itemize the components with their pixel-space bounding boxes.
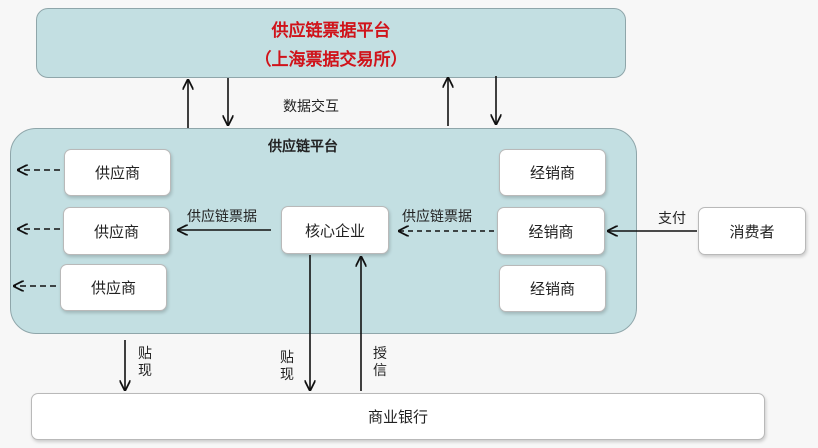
supplier-box-1: 供应商 bbox=[64, 149, 171, 196]
pay-label: 支付 bbox=[658, 211, 686, 227]
credit-label: 授信 bbox=[373, 346, 387, 379]
discount-label-left: 贴现 bbox=[138, 346, 152, 379]
distributor-box-2: 经销商 bbox=[497, 207, 605, 255]
ticket-platform-title: 供应链票据平台 bbox=[271, 21, 391, 41]
sc-bill-label-right: 供应链票据 bbox=[402, 209, 472, 225]
core-enterprise-box: 核心企业 bbox=[281, 206, 389, 254]
supplier-box-3: 供应商 bbox=[60, 264, 167, 311]
ticket-platform-box: 供应链票据平台 （上海票据交易所） bbox=[36, 8, 626, 78]
distributor-box-3: 经销商 bbox=[499, 265, 606, 312]
data-exchange-label: 数据交互 bbox=[283, 99, 339, 115]
distributor-box-1: 经销商 bbox=[499, 149, 606, 196]
ticket-platform-subtitle: （上海票据交易所） bbox=[254, 50, 408, 70]
commercial-bank-box: 商业银行 bbox=[31, 393, 765, 440]
discount-label-mid: 贴现 bbox=[280, 350, 294, 383]
supply-chain-platform-title: 供应链平台 bbox=[268, 139, 338, 155]
sc-bill-label-left: 供应链票据 bbox=[187, 209, 257, 225]
consumer-box: 消费者 bbox=[698, 207, 806, 255]
supplier-box-2: 供应商 bbox=[63, 207, 170, 255]
